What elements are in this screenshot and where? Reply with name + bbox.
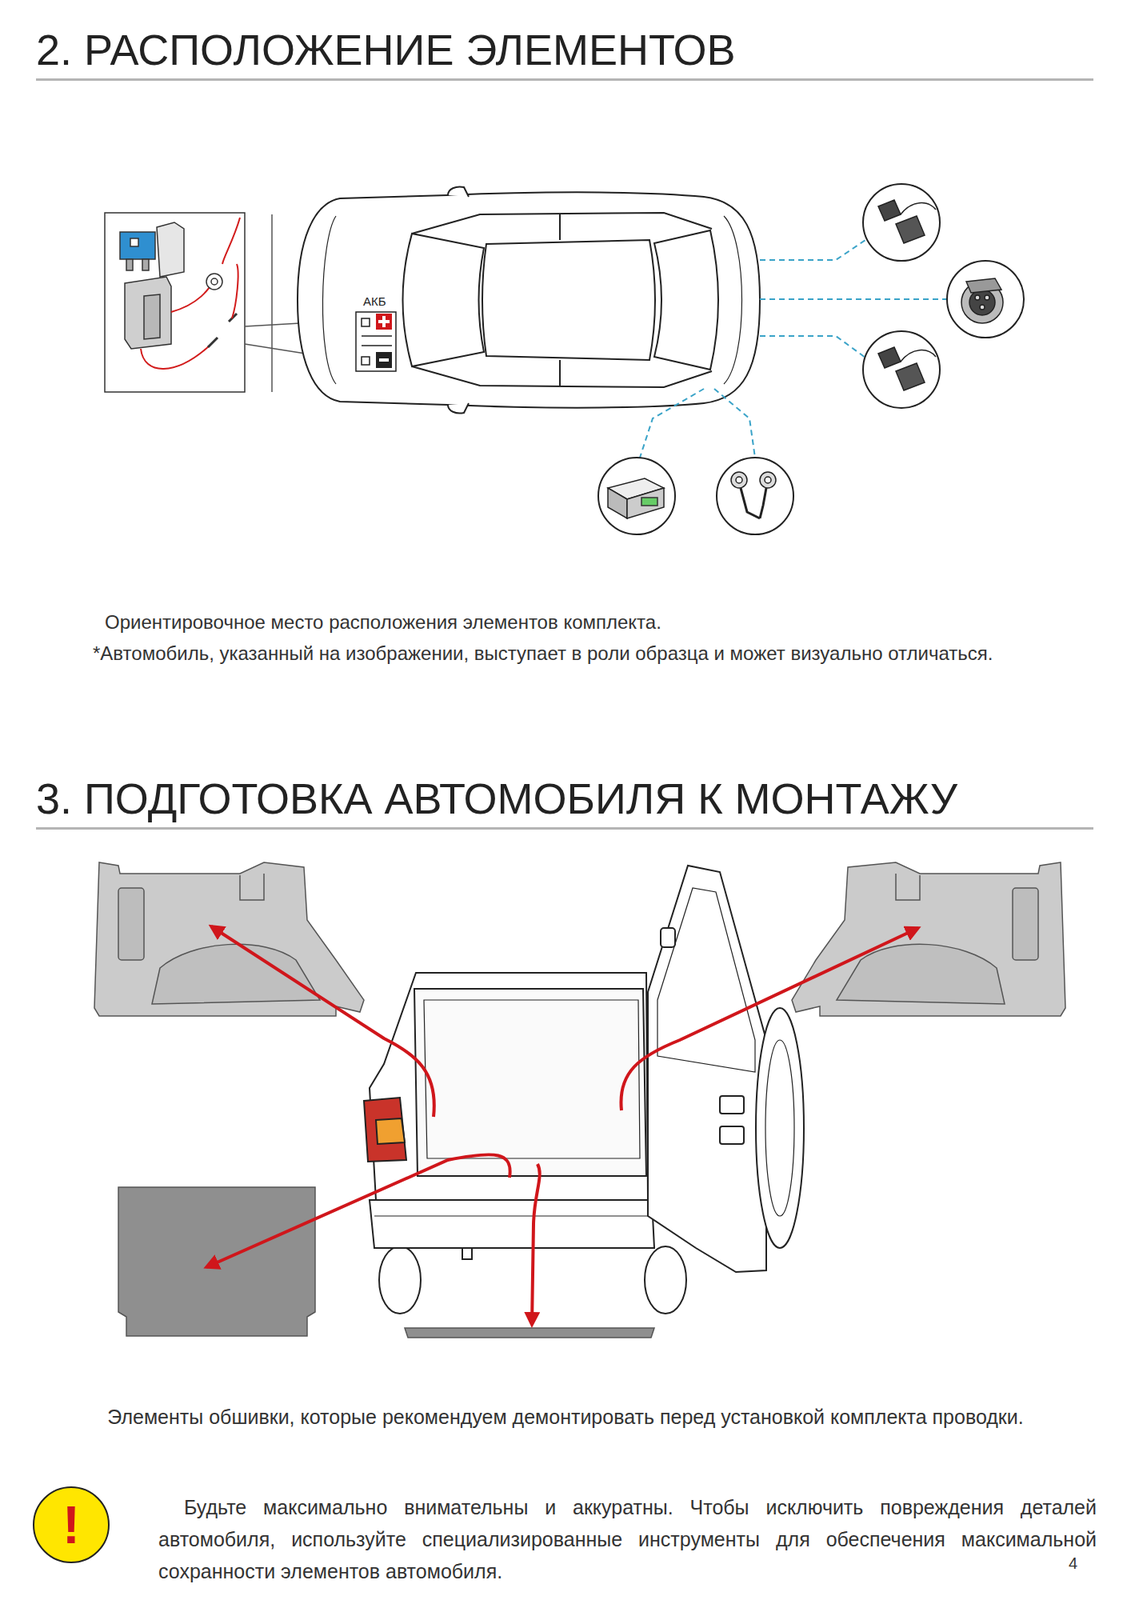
note-text: *Автомобиль, указанный на изображении, в… xyxy=(81,636,1054,670)
section-heading: 3. ПОДГОТОВКА АВТОМОБИЛЯ К МОНТАЖУ xyxy=(35,772,958,824)
fuse-inset xyxy=(104,212,245,392)
trim-panel xyxy=(94,862,1066,1338)
removal-arrow xyxy=(206,926,919,1325)
warning-mark: ! xyxy=(62,1498,80,1551)
part-callout xyxy=(598,183,1024,535)
car-top-view xyxy=(297,186,760,413)
heading-rule xyxy=(35,827,1094,830)
note-text: Ориентировочное место расположения элеме… xyxy=(104,606,1049,639)
warning-circle: ! xyxy=(32,1486,110,1563)
battery-symbol xyxy=(355,311,396,372)
caption-text: Элементы обшивки, которые рекомендуем де… xyxy=(23,1402,1108,1431)
connector-icon xyxy=(607,199,1004,519)
section-heading: 2. РАСПОЛОЖЕНИЕ ЭЛЕМЕНТОВ xyxy=(35,23,736,76)
battery-label: АКБ xyxy=(361,294,388,309)
warning-text: Будьте максимально внимательны и аккурат… xyxy=(158,1490,1097,1587)
heading-rule xyxy=(35,78,1094,81)
leader-line xyxy=(639,239,948,458)
page-number: 4 xyxy=(1068,1553,1078,1573)
suv-rear-view xyxy=(363,865,804,1314)
